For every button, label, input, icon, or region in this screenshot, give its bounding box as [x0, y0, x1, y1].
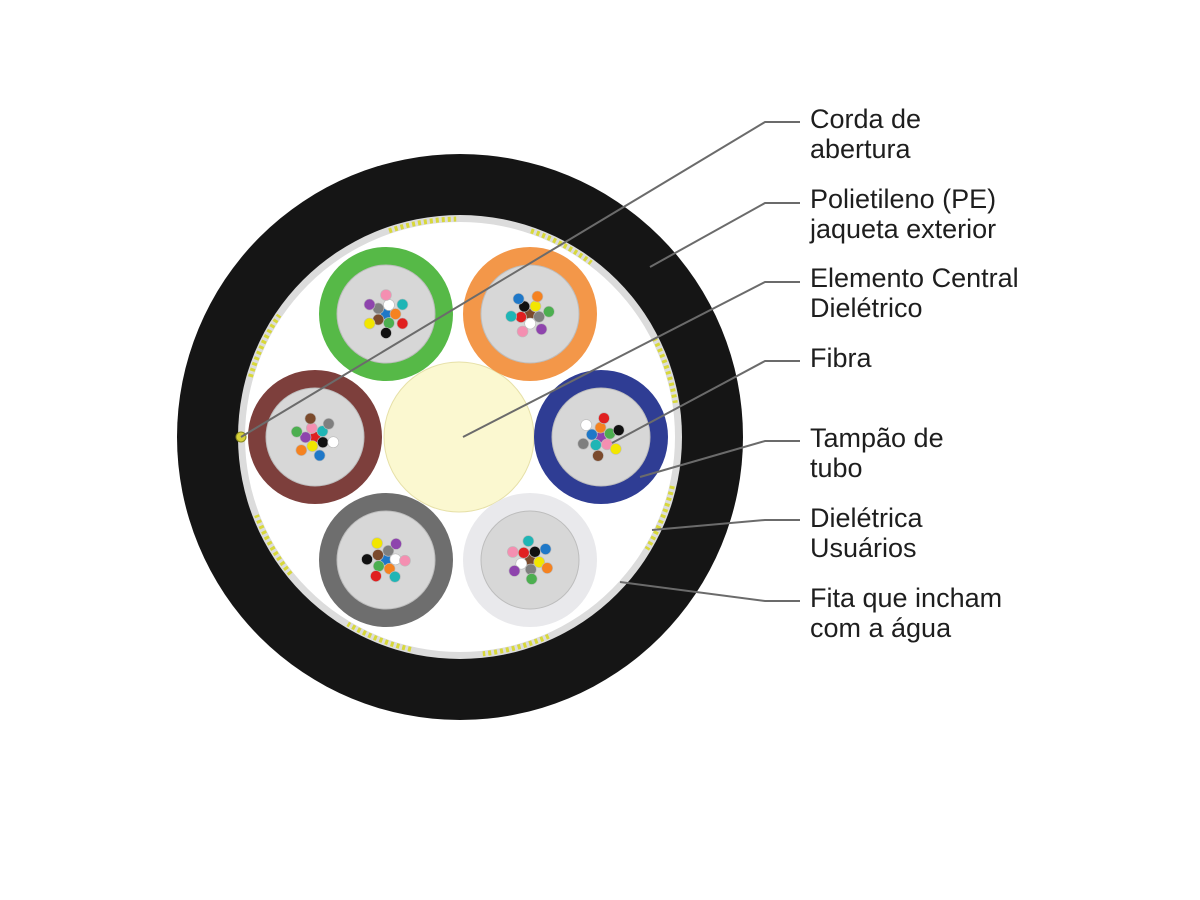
fiber-strand	[515, 311, 527, 323]
fiber-strand	[517, 547, 530, 559]
gray-tube	[319, 493, 453, 627]
green-tube	[319, 247, 453, 381]
fiber-strand	[508, 565, 521, 577]
fiber-strand	[598, 412, 610, 425]
fiber-strand	[304, 412, 317, 425]
fiber-strand	[524, 317, 536, 330]
fiber-strand	[380, 289, 392, 301]
fiber-strand	[396, 317, 409, 330]
label-ripcord-line1: Corda de	[810, 104, 922, 134]
fiber-strand	[396, 298, 409, 311]
fiber-strand	[306, 440, 319, 452]
label-ripcord: Corda de abertura	[810, 104, 1190, 164]
fiber-strand	[363, 298, 376, 311]
fiber-strand	[543, 305, 555, 318]
label-central-member-line2: Dielétrico	[810, 293, 923, 323]
leader-water-swelling-tape	[619, 581, 800, 602]
fiber-strand	[299, 431, 312, 444]
label-outer-jacket-line1: Polietileno (PE)	[810, 184, 997, 214]
fiber-strand	[390, 538, 402, 550]
white-tube	[463, 493, 597, 627]
fiber-strand	[592, 449, 604, 462]
leader-dielectric-yarns	[651, 519, 800, 531]
fiber-strand	[505, 310, 517, 323]
fiber-strand	[389, 308, 402, 320]
fiber-strand	[541, 562, 554, 574]
fiber-strand	[389, 570, 401, 583]
label-fiber-line1: Fibra	[810, 343, 872, 373]
label-dielectric-yarns: Dielétrica Usuários	[810, 503, 1190, 563]
fiber-strand	[506, 546, 519, 558]
fiber-strand	[363, 317, 376, 330]
label-outer-jacket: Polietileno (PE) jaqueta exterior	[810, 184, 1190, 244]
fiber-strand	[313, 449, 326, 462]
label-water-swelling-tape: Fita que incham com a água	[810, 583, 1190, 643]
brown-tube	[248, 370, 382, 504]
fiber-strand	[295, 444, 308, 456]
label-water-swelling-tape-line1: Fita que incham	[810, 583, 1003, 613]
leader-outer-jacket	[649, 202, 800, 268]
label-fiber: Fibra	[810, 343, 1190, 373]
leader-tube-filling	[639, 440, 800, 478]
fiber-strand	[382, 544, 395, 557]
fiber-strand	[586, 428, 598, 441]
fiber-strand	[361, 553, 373, 566]
fiber-strand	[327, 436, 340, 449]
label-tube-filling-line2: tubo	[810, 453, 863, 483]
fiber-strand	[539, 543, 552, 555]
fiber-strand	[609, 443, 622, 455]
fiber-strand	[383, 317, 395, 329]
fiber-strand	[525, 573, 538, 585]
fiber-strand	[290, 425, 303, 438]
leader-fiber	[611, 360, 800, 444]
fiber-strand	[370, 570, 382, 582]
fiber-strand	[533, 310, 545, 323]
fiber-strand	[305, 422, 318, 434]
fiber-strand	[612, 424, 625, 436]
label-tube-filling: Tampão de tubo	[810, 423, 1190, 483]
leader-ripcord	[240, 121, 800, 438]
fiber-strand	[535, 323, 548, 335]
label-outer-jacket-line2: jaqueta exterior	[810, 214, 997, 244]
fiber-strand	[590, 439, 602, 451]
orange-tube	[463, 247, 597, 381]
fiber-strand	[529, 300, 542, 313]
label-ripcord-line2: abertura	[810, 134, 911, 164]
label-dielectric-yarns-line2: Usuários	[810, 533, 917, 563]
fiber-strand	[516, 325, 529, 338]
leader-central-member	[462, 281, 800, 438]
fiber-strand	[389, 553, 402, 566]
label-central-member: Elemento Central Dielétrico	[810, 263, 1190, 323]
fiber-strand	[580, 419, 593, 431]
fiber-strand	[380, 327, 392, 339]
fiber-strand	[399, 554, 411, 567]
fiber-strand	[383, 563, 396, 575]
label-central-member-line1: Elemento Central	[810, 263, 1019, 293]
fiber-strand	[577, 438, 590, 450]
fiber-strand	[522, 535, 535, 547]
fiber-strand	[515, 557, 528, 570]
label-dielectric-yarns-line1: Dielétrica	[810, 503, 923, 533]
fiber-strand	[372, 560, 385, 572]
blue-tube	[534, 370, 668, 504]
fiber-strand	[529, 546, 541, 558]
fiber-strand	[383, 299, 395, 311]
central-member	[383, 361, 535, 513]
fiber-strand	[317, 436, 329, 449]
fiber-strand	[371, 537, 383, 550]
fiber-strand	[372, 549, 384, 561]
fiber-strand	[322, 418, 335, 430]
fiber-strand	[533, 556, 546, 568]
fiber-strand	[531, 290, 544, 303]
label-tube-filling-line1: Tampão de	[810, 423, 944, 453]
label-water-swelling-tape-line2: com a água	[810, 613, 952, 643]
fiber-strand	[512, 293, 525, 305]
